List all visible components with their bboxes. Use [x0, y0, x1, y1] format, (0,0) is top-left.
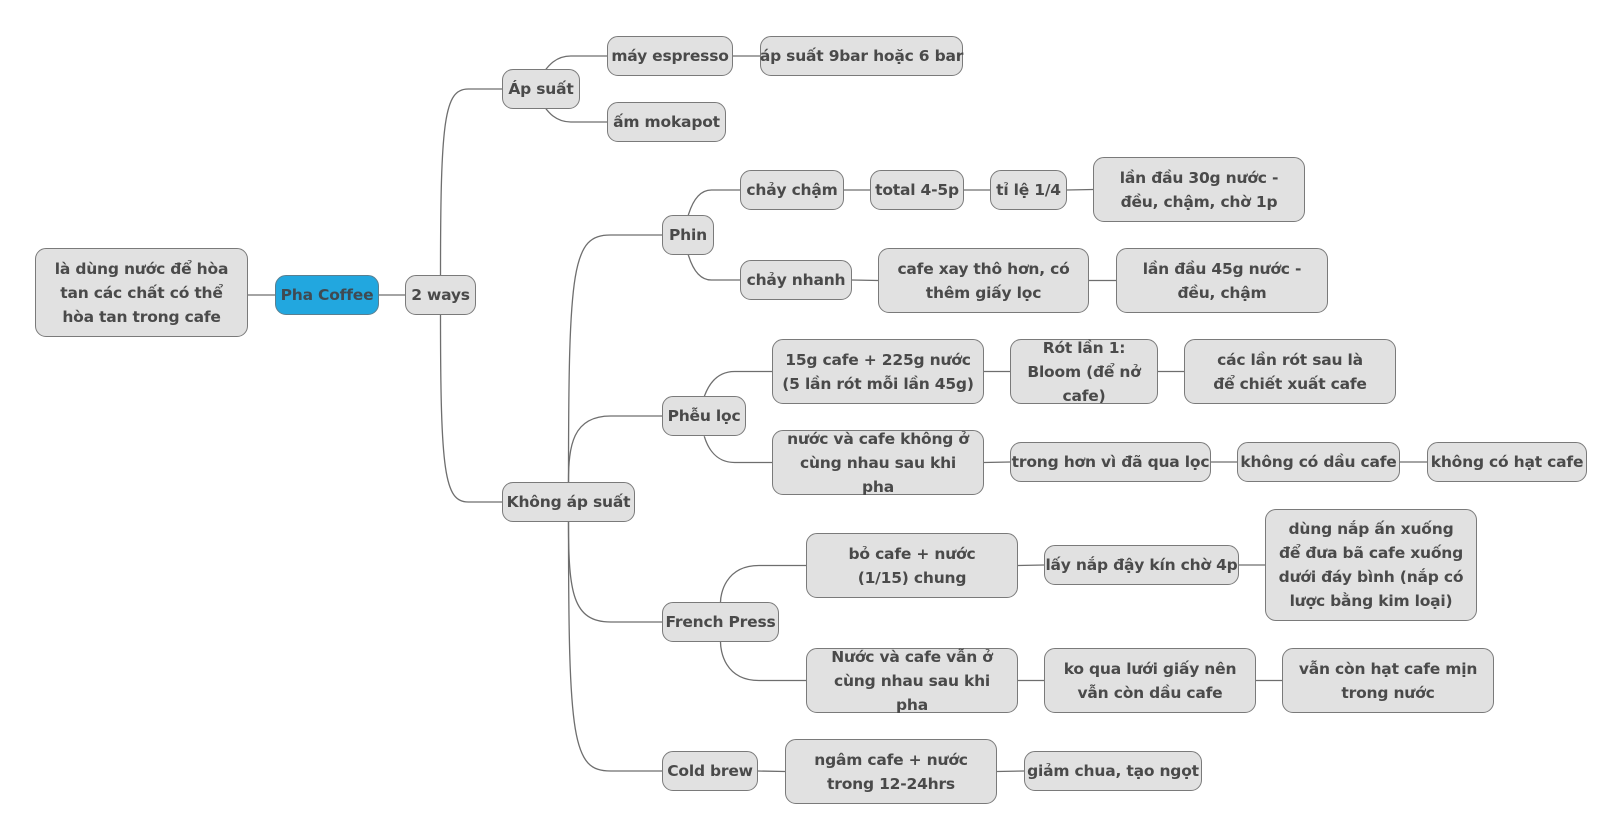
node-am-mokapot[interactable]: ấm mokapot	[607, 102, 726, 142]
node-dung-nap-an-xuong[interactable]: dùng nắp ấn xuống để đưa bã cafe xuống d…	[1265, 509, 1477, 621]
link-pheu_loc-cafe_15g	[703, 370, 772, 398]
node-phin[interactable]: Phin	[662, 215, 714, 255]
node-giam-chua-tao-ngot[interactable]: giảm chua, tạo ngọt	[1024, 751, 1202, 791]
link-bo_cafe-lay_nap	[1017, 564, 1045, 567]
link-phin-chay_nhanh	[687, 253, 740, 281]
node-van-con-hat-cafe-min[interactable]: vẫn còn hạt cafe mịn trong nước	[1282, 648, 1494, 713]
link-ti_le-lan_dau_30	[1066, 188, 1094, 191]
node-pheu-loc[interactable]: Phễu lọc	[662, 396, 746, 436]
node-chay-cham[interactable]: chảy chậm	[740, 170, 844, 210]
link-cold_brew-ngam_cafe	[757, 770, 786, 773]
node-khong-co-hat-cafe[interactable]: không có hạt cafe	[1427, 442, 1587, 482]
node-ko-qua-luoi-giay[interactable]: ko qua lưới giấy nên vẫn còn dầu cafe	[1044, 648, 1256, 713]
link-ngam_cafe-giam_chua	[996, 770, 1025, 773]
node-bo-cafe-nuoc[interactable]: bỏ cafe + nước (1/15) chung	[806, 533, 1018, 598]
node-chay-nhanh[interactable]: chảy nhanh	[740, 260, 852, 300]
node-lan-dau-45g[interactable]: lần đầu 45g nước - đều, chậm	[1116, 248, 1328, 313]
node-may-espresso[interactable]: máy espresso	[607, 36, 733, 76]
node-nuoc-cafe-khong-cung-nhau[interactable]: nước và cafe không ở cùng nhau sau khi p…	[772, 430, 984, 496]
node-cold-brew[interactable]: Cold brew	[662, 751, 758, 791]
node-15g-cafe[interactable]: 15g cafe + 225g nước (5 lần rót mỗi lần …	[772, 339, 984, 404]
link-khong_ap_suat-phin	[567, 234, 662, 483]
node-khong-co-dau-cafe[interactable]: không có dầu cafe	[1237, 442, 1400, 482]
node-2-ways[interactable]: 2 ways	[405, 275, 476, 315]
node-lay-nap-day-kin[interactable]: lấy nắp đậy kín chờ 4p	[1044, 545, 1239, 585]
link-chay_nhanh-cafe_xay_tho	[851, 279, 879, 282]
link-pheu_loc-nuoc_cafe_khong	[703, 435, 772, 464]
link-ways-ap_suat	[439, 88, 502, 276]
node-nuoc-cafe-van-cung-nhau[interactable]: Nước và cafe vẫn ở cùng nhau sau khi pha	[806, 648, 1018, 714]
link-ways-khong_ap_suat	[439, 314, 502, 503]
link-khong_ap_suat-cold_brew	[567, 521, 662, 772]
node-khong-ap-suat[interactable]: Không áp suất	[502, 482, 635, 522]
link-french_press-nuoc_cafe_van	[719, 641, 806, 682]
node-definition[interactable]: là dùng nước để hòa tan các chất có thể …	[35, 248, 248, 337]
link-khong_ap_suat-pheu_loc	[567, 415, 662, 483]
node-total[interactable]: total 4-5p	[870, 170, 964, 210]
node-cafe-xay-tho[interactable]: cafe xay thô hơn, có thêm giấy lọc	[878, 248, 1089, 313]
node-ap-suat-bar[interactable]: áp suất 9bar hoặc 6 bar	[760, 36, 963, 76]
node-french-press[interactable]: French Press	[662, 602, 779, 642]
link-nuoc_cafe_khong-trong_hon	[983, 461, 1011, 464]
node-rot-lan-1-bloom[interactable]: Rót lần 1: Bloom (để nở cafe)	[1010, 339, 1158, 405]
link-phin-chay_cham	[687, 189, 740, 217]
node-ti-le[interactable]: tỉ lệ 1/4	[990, 170, 1067, 210]
link-khong_ap_suat-french_press	[567, 521, 662, 623]
root-node-pha-coffee[interactable]: Pha Coffee	[275, 275, 379, 315]
link-french_press-bo_cafe	[719, 564, 806, 603]
node-ap-suat[interactable]: Áp suất	[502, 69, 580, 109]
node-lan-dau-30g[interactable]: lần đầu 30g nước - đều, chậm, chờ 1p	[1093, 157, 1305, 222]
node-cac-lan-rot-sau[interactable]: các lần rót sau là để chiết xuất cafe	[1184, 339, 1396, 404]
node-trong-hon[interactable]: trong hơn vì đã qua lọc	[1010, 442, 1211, 482]
node-ngam-cafe[interactable]: ngâm cafe + nước trong 12-24hrs	[785, 739, 997, 804]
